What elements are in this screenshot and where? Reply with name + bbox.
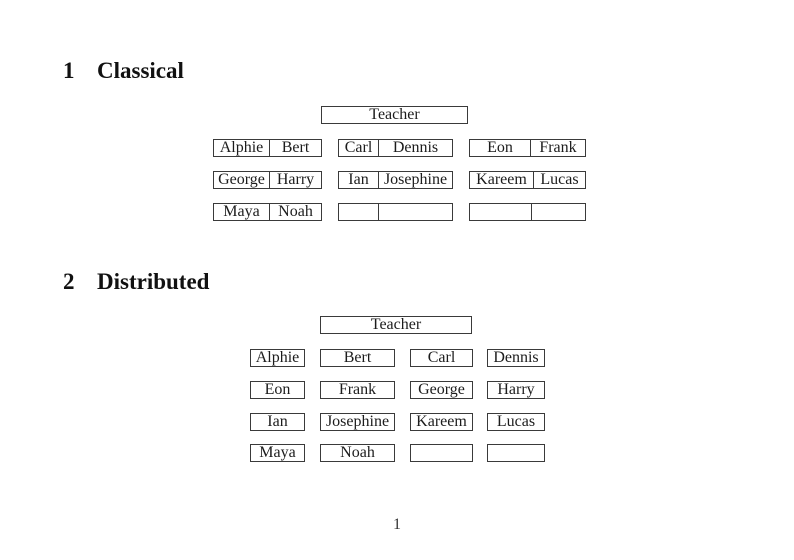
seat-empty (379, 204, 452, 220)
desk: George (410, 381, 473, 399)
desk: Kareem Lucas (469, 171, 586, 189)
desk-empty (469, 203, 586, 221)
desk: Maya (250, 444, 305, 462)
desk: Josephine (320, 413, 395, 431)
section-title: Distributed (97, 269, 210, 294)
section-title: Classical (97, 58, 184, 83)
seat: George (214, 172, 270, 188)
seat: Alphie (214, 140, 270, 156)
seat: Bert (281, 140, 310, 156)
seat: Noah (278, 204, 313, 220)
desk: George Harry (213, 171, 322, 189)
desk: Carl Dennis (338, 139, 453, 157)
desk: Frank (320, 381, 395, 399)
desk-empty (338, 203, 453, 221)
desk-empty (410, 444, 473, 462)
seat: Kareem (470, 172, 534, 188)
desk: Bert (320, 349, 395, 367)
desk-empty (487, 444, 545, 462)
seat: Frank (539, 140, 577, 156)
section-heading-distributed: 2 Distributed (63, 270, 209, 293)
seat: Ian (339, 172, 379, 188)
desk: Carl (410, 349, 473, 367)
seat: Lucas (540, 172, 579, 188)
desk: Noah (320, 444, 395, 462)
seat-empty (532, 204, 585, 220)
seat: Harry (276, 172, 315, 188)
seat-empty (470, 204, 532, 220)
desk: Eon Frank (469, 139, 586, 157)
seat-empty (339, 204, 379, 220)
section-number: 2 (63, 269, 75, 294)
seat: Eon (470, 140, 531, 156)
desk: Lucas (487, 413, 545, 431)
seat: Carl (339, 140, 379, 156)
desk: Alphie (250, 349, 305, 367)
seat: Dennis (392, 140, 439, 156)
desk: Eon (250, 381, 305, 399)
desk: Alphie Bert (213, 139, 322, 157)
seat: Josephine (383, 172, 448, 188)
desk: Maya Noah (213, 203, 322, 221)
desk: Ian (250, 413, 305, 431)
section-heading-classical: 1 Classical (63, 59, 184, 82)
page-number: 1 (393, 516, 401, 533)
desk: Kareem (410, 413, 473, 431)
desk: Dennis (487, 349, 545, 367)
teacher-desk: Teacher (320, 316, 472, 334)
section-number: 1 (63, 58, 75, 83)
teacher-desk: Teacher (321, 106, 468, 124)
desk: Harry (487, 381, 545, 399)
seat: Maya (214, 204, 270, 220)
desk: Ian Josephine (338, 171, 453, 189)
